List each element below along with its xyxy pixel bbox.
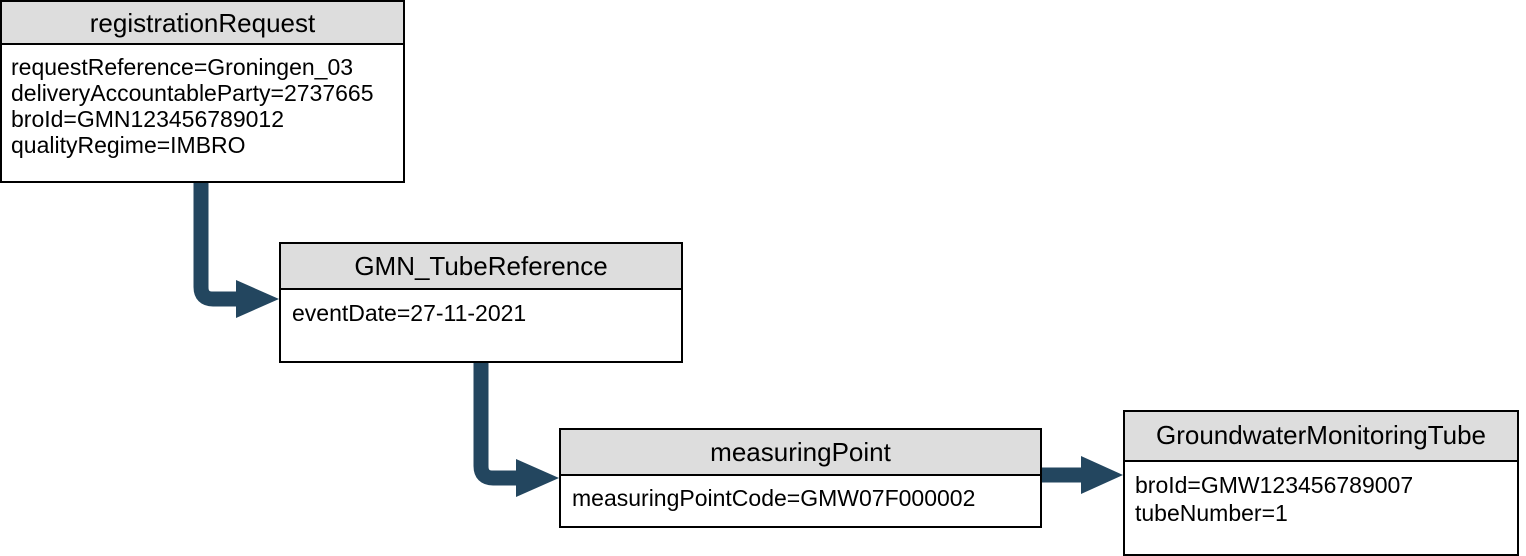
attribute-row: broId=GMN123456789012 bbox=[11, 106, 285, 132]
node-groundwater-monitoring-tube[interactable]: GroundwaterMonitoringTube broId=GMW12345… bbox=[1123, 410, 1519, 556]
attribute-row: measuringPointCode=GMW07F000002 bbox=[572, 485, 976, 511]
node-gmn-tube-reference[interactable]: GMN_TubeReference eventDate=27-11-2021 bbox=[279, 242, 683, 363]
connector-measuringpoint-to-groundwatertube bbox=[1042, 456, 1123, 494]
node-title-registration-request: registrationRequest bbox=[2, 2, 403, 45]
attribute-row: eventDate=27-11-2021 bbox=[292, 300, 527, 326]
attribute-row: requestReference=Groningen_03 bbox=[11, 54, 354, 80]
node-title-groundwater-monitoring-tube: GroundwaterMonitoringTube bbox=[1125, 412, 1517, 462]
connector-tubereference-to-measuringpoint bbox=[473, 362, 559, 497]
node-title-measuring-point: measuringPoint bbox=[561, 430, 1040, 476]
attribute-row: qualityRegime=IMBRO bbox=[11, 132, 246, 158]
node-attributes-gmn-tube-reference: eventDate=27-11-2021 bbox=[281, 290, 681, 326]
attribute-row: deliveryAccountableParty=2737665 bbox=[11, 80, 374, 106]
node-title-gmn-tube-reference: GMN_TubeReference bbox=[281, 244, 681, 290]
node-attributes-measuring-point: measuringPointCode=GMW07F000002 bbox=[561, 476, 1040, 511]
attribute-row: tubeNumber=1 bbox=[1135, 500, 1288, 526]
node-attributes-registration-request: requestReference=Groningen_03 deliveryAc… bbox=[2, 45, 403, 158]
connector-registration-to-tubereference bbox=[193, 182, 279, 318]
attribute-row: broId=GMW123456789007 bbox=[1135, 472, 1414, 498]
node-registration-request[interactable]: registrationRequest requestReference=Gro… bbox=[0, 0, 405, 183]
node-measuring-point[interactable]: measuringPoint measuringPointCode=GMW07F… bbox=[559, 428, 1042, 528]
node-attributes-groundwater-monitoring-tube: broId=GMW123456789007 tubeNumber=1 bbox=[1125, 462, 1517, 527]
